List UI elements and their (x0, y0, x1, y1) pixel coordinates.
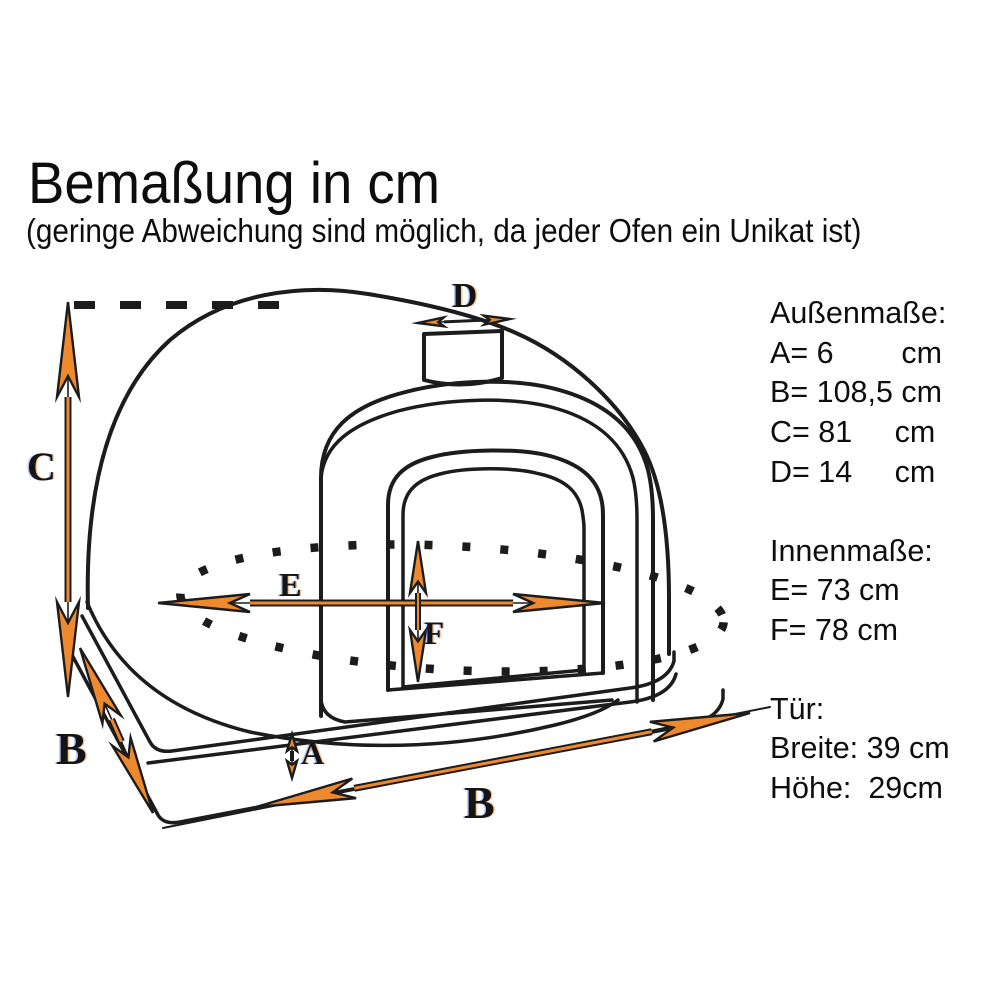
door-sill (386, 668, 605, 692)
dome-outline (85, 287, 671, 656)
label-f: F (424, 616, 444, 652)
outer-dimensions-heading: Außenmaße: (770, 296, 947, 330)
label-d: D (452, 276, 477, 315)
inner-dimensions-block: Innenmaße: E= 73 cm F= 78 cm (770, 532, 950, 651)
page-title-text: Bemaßung in cm (28, 151, 441, 216)
door-dim-width: Breite: 39 cm (770, 731, 950, 766)
arrow-f-inner-depth (408, 540, 428, 683)
outer-dim-b: B= 108,5 cm (770, 375, 943, 410)
door-frame-outer (386, 448, 605, 692)
outer-dim-d: D= 14 cm (770, 454, 936, 489)
outer-dim-c: C= 81 cm (770, 415, 936, 450)
page-subtitle-text: (geringe Abweichung sind möglich, da jed… (26, 212, 862, 249)
top-slab-lower-edge (146, 672, 678, 765)
chimney (422, 329, 504, 387)
door-dimensions-block: Tür: Breite: 39 cm Höhe: 29cm (770, 690, 950, 809)
arrow-b-width (255, 711, 751, 809)
dome-skirt-curve (85, 600, 620, 748)
arrow-d-chimney (410, 313, 518, 329)
label-b-depth: B (56, 723, 87, 774)
label-a: A (301, 735, 324, 771)
arrow-b-depth (78, 647, 155, 814)
page-title: Bemaßung in cm (28, 150, 466, 217)
label-b-width: B (464, 777, 495, 828)
inner-dim-e: E= 73 cm (770, 573, 900, 608)
inner-floor-dashed-ellipse (176, 540, 728, 676)
arrow-c-height (55, 301, 81, 698)
inner-dim-f: F= 78 cm (770, 612, 898, 647)
arrow-e-inner-width (157, 592, 606, 614)
front-arch-outer (319, 379, 655, 718)
measurement-list: Außenmaße: A= 6 cm B= 108,5 cm C= 81 cm … (770, 294, 950, 848)
outer-dim-a: A= 6 cm (770, 335, 943, 370)
label-e: E (279, 567, 302, 604)
front-face-base (319, 698, 614, 724)
door-dim-height: Höhe: 29cm (770, 771, 943, 806)
outer-dimensions-block: Außenmaße: A= 6 cm B= 108,5 cm C= 81 cm … (770, 294, 950, 493)
page-subtitle: (geringe Abweichung sind möglich, da jed… (26, 212, 954, 250)
front-arch-inner (319, 398, 639, 704)
arrow-a-plinth (284, 729, 300, 783)
door-frame-inner (401, 467, 586, 689)
inner-dimensions-heading: Innenmaße: (770, 533, 933, 568)
top-slab-upper-edge (80, 614, 676, 754)
door-dimensions-heading: Tür: (770, 691, 825, 726)
label-c: C (27, 444, 56, 489)
